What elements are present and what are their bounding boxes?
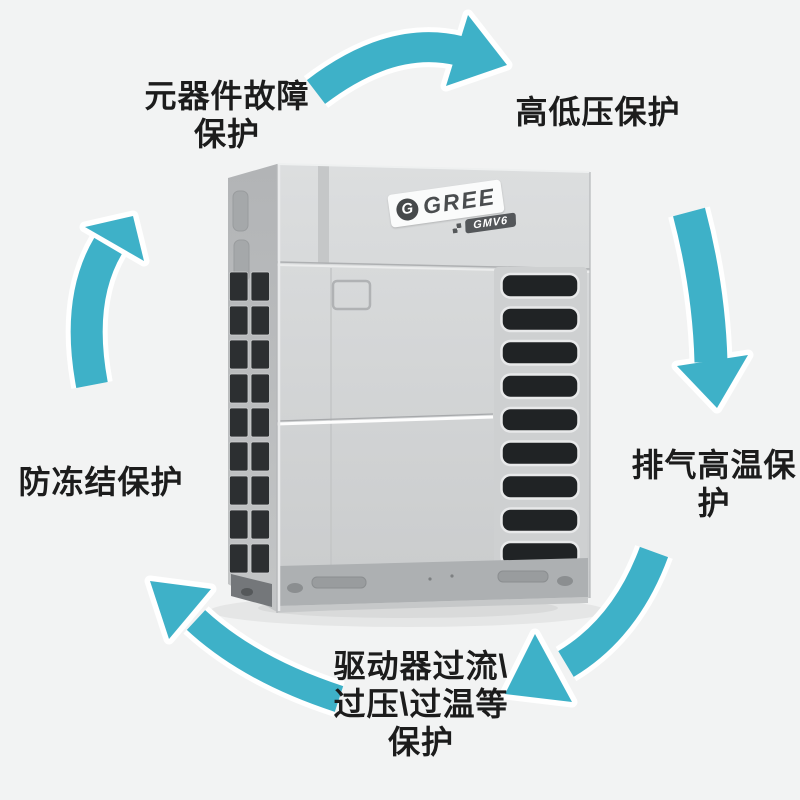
top-edge-highlight: [276, 163, 591, 173]
panel-joint: [318, 166, 329, 264]
side-vent-cell: [250, 373, 270, 404]
side-vent-cell: [250, 441, 270, 472]
label-line: 元器件故障: [144, 78, 310, 114]
side-vent-cell: [229, 475, 249, 506]
curved-arrow-right: [668, 206, 754, 414]
base-screw: [428, 577, 432, 581]
side-vent-cell: [229, 407, 249, 438]
label-line: 保护: [387, 724, 454, 760]
louver-slot: [500, 507, 580, 534]
unit-base: [278, 558, 588, 606]
curved-arrow-top: [303, 9, 513, 109]
gree-roundel-icon: G: [394, 196, 420, 222]
curved-arrow-bottom-left: [144, 575, 345, 717]
label-component-failure-protection: 元器件故障 保护: [118, 77, 336, 153]
louver-slot: [500, 306, 580, 333]
label-anti-freeze-protection: 防冻结保护: [10, 463, 192, 501]
base-slot: [497, 570, 549, 583]
checker-dots-icon: [451, 222, 462, 233]
louver-slot: [500, 440, 580, 467]
side-vent-cell: [250, 407, 270, 438]
label-driver-overload-protection: 驱动器过流\ 过压\过温等 保护: [296, 647, 546, 761]
access-panel: [331, 279, 372, 311]
curved-arrow-left: [65, 210, 150, 389]
side-vent-cell: [229, 373, 249, 404]
louver-slot: [500, 373, 580, 400]
louver-slot: [500, 339, 580, 366]
side-vent-cell: [229, 305, 249, 336]
side-handle-slot: [232, 190, 249, 232]
side-vent-cell: [229, 441, 249, 472]
louver-grille: [500, 272, 580, 567]
side-vent-cell: [229, 339, 249, 370]
label-exhaust-high-temp-protection: 排气高温保 护: [626, 446, 800, 522]
curved-arrow-bottom-right: [499, 544, 673, 708]
label-line: 防冻结保护: [18, 464, 184, 500]
label-line: 驱动器过流\: [333, 648, 509, 684]
base-hole: [557, 576, 573, 586]
louver-slot: [500, 473, 580, 500]
base-hole: [287, 583, 303, 593]
outdoor-unit-illustration: [228, 163, 591, 613]
base-slot: [311, 576, 367, 589]
side-vent-cell: [250, 271, 270, 302]
mid-seam: [276, 413, 494, 422]
side-vent-cell: [229, 543, 249, 574]
side-vent-cell: [229, 271, 249, 302]
label-line: 过压\过温等: [333, 686, 509, 722]
base-screw: [450, 574, 454, 578]
label-line: 排气高温保: [631, 447, 797, 483]
side-vent-cell: [229, 509, 249, 540]
side-vent-grid: [229, 271, 270, 574]
louver-slot: [500, 406, 580, 433]
side-vent-cell: [250, 543, 270, 574]
side-vent-cell: [250, 475, 270, 506]
brand-wordmark: GREE: [421, 183, 498, 220]
mid-seam-highlight: [276, 415, 494, 426]
unit-base-rail: [278, 597, 588, 612]
label-line: 保护: [193, 116, 260, 152]
side-vent-cell: [250, 509, 270, 540]
label-line: 护: [697, 485, 731, 521]
side-vent-cell: [250, 305, 270, 336]
side-vent-cell: [250, 339, 270, 370]
base-hole: [241, 588, 253, 596]
louver-slot: [500, 272, 580, 299]
label-high-low-pressure-protection: 高低压保护: [498, 93, 698, 131]
label-line: 高低压保护: [515, 94, 681, 130]
